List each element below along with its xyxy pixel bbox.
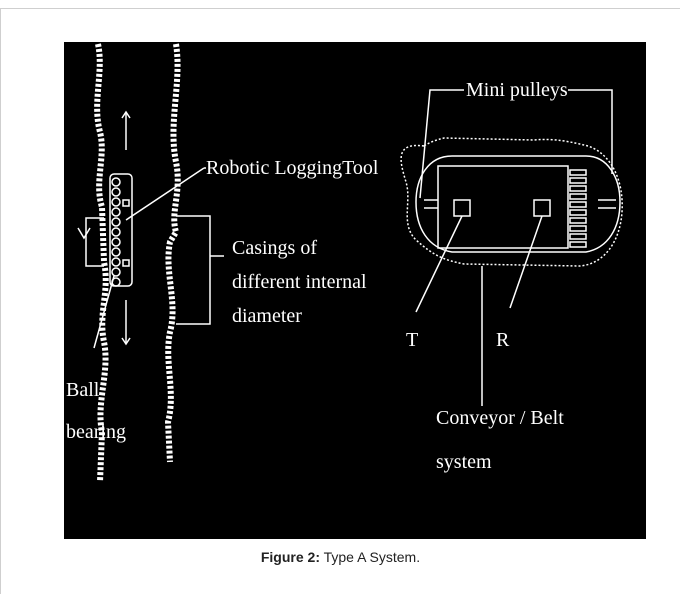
tool-left-arrow xyxy=(77,227,91,240)
robotic-logging-tool xyxy=(109,173,133,287)
casings-label-line2: different internal xyxy=(232,271,367,293)
mini-pulleys-label: Mini pulleys xyxy=(466,79,568,101)
casings-label-line1: Casings of xyxy=(232,237,317,259)
up-arrow-head xyxy=(121,110,131,119)
conveyor-label-line1: Conveyor / Belt xyxy=(436,407,564,429)
figure-caption-text: Type A System. xyxy=(319,549,421,565)
left-casing-wall xyxy=(94,43,109,483)
robotic-tool-label: Robotic LoggingTool xyxy=(206,157,379,179)
down-arrow-head xyxy=(121,337,131,346)
casings-bracket xyxy=(176,215,211,325)
transmitter-leader xyxy=(415,215,463,313)
tool-left-bracket xyxy=(85,217,104,267)
receiver-label: R xyxy=(496,329,510,351)
figure-caption-label: Figure 2: xyxy=(260,549,320,565)
conveyor-inner-box xyxy=(437,165,569,249)
tool-sensor-upper xyxy=(122,199,130,207)
robotic-tool-leader xyxy=(125,167,205,221)
transmitter-label: T xyxy=(406,329,418,351)
conveyor-label-line2: system xyxy=(436,451,492,473)
mini-pulleys-leader-left xyxy=(419,89,464,199)
transmitter-box xyxy=(453,199,471,217)
ball-bearing-chain xyxy=(111,177,121,287)
ball-label-line2: bearing xyxy=(66,421,126,443)
conveyor-belt-outline xyxy=(400,137,623,267)
mini-pulley-stack xyxy=(569,169,587,248)
tool-sensor-lower xyxy=(122,259,130,267)
receiver-box xyxy=(533,199,551,217)
figure-caption: Figure 2: Type A System. xyxy=(0,549,681,565)
diagram-canvas: Robotic LoggingTool Casings of different… xyxy=(66,43,623,483)
casings-label-line3: diameter xyxy=(232,305,302,327)
conveyor-inner-body xyxy=(415,155,621,253)
mini-pulleys-leader-right xyxy=(568,89,613,174)
ball-label-line1: Ball xyxy=(66,379,100,401)
ball-bearing-leader xyxy=(93,275,115,349)
receiver-leader xyxy=(509,215,543,309)
right-casing-wall xyxy=(164,43,181,463)
figure-frame xyxy=(0,8,680,594)
type-a-system-diagram: Robotic LoggingTool Casings of different… xyxy=(64,42,646,539)
